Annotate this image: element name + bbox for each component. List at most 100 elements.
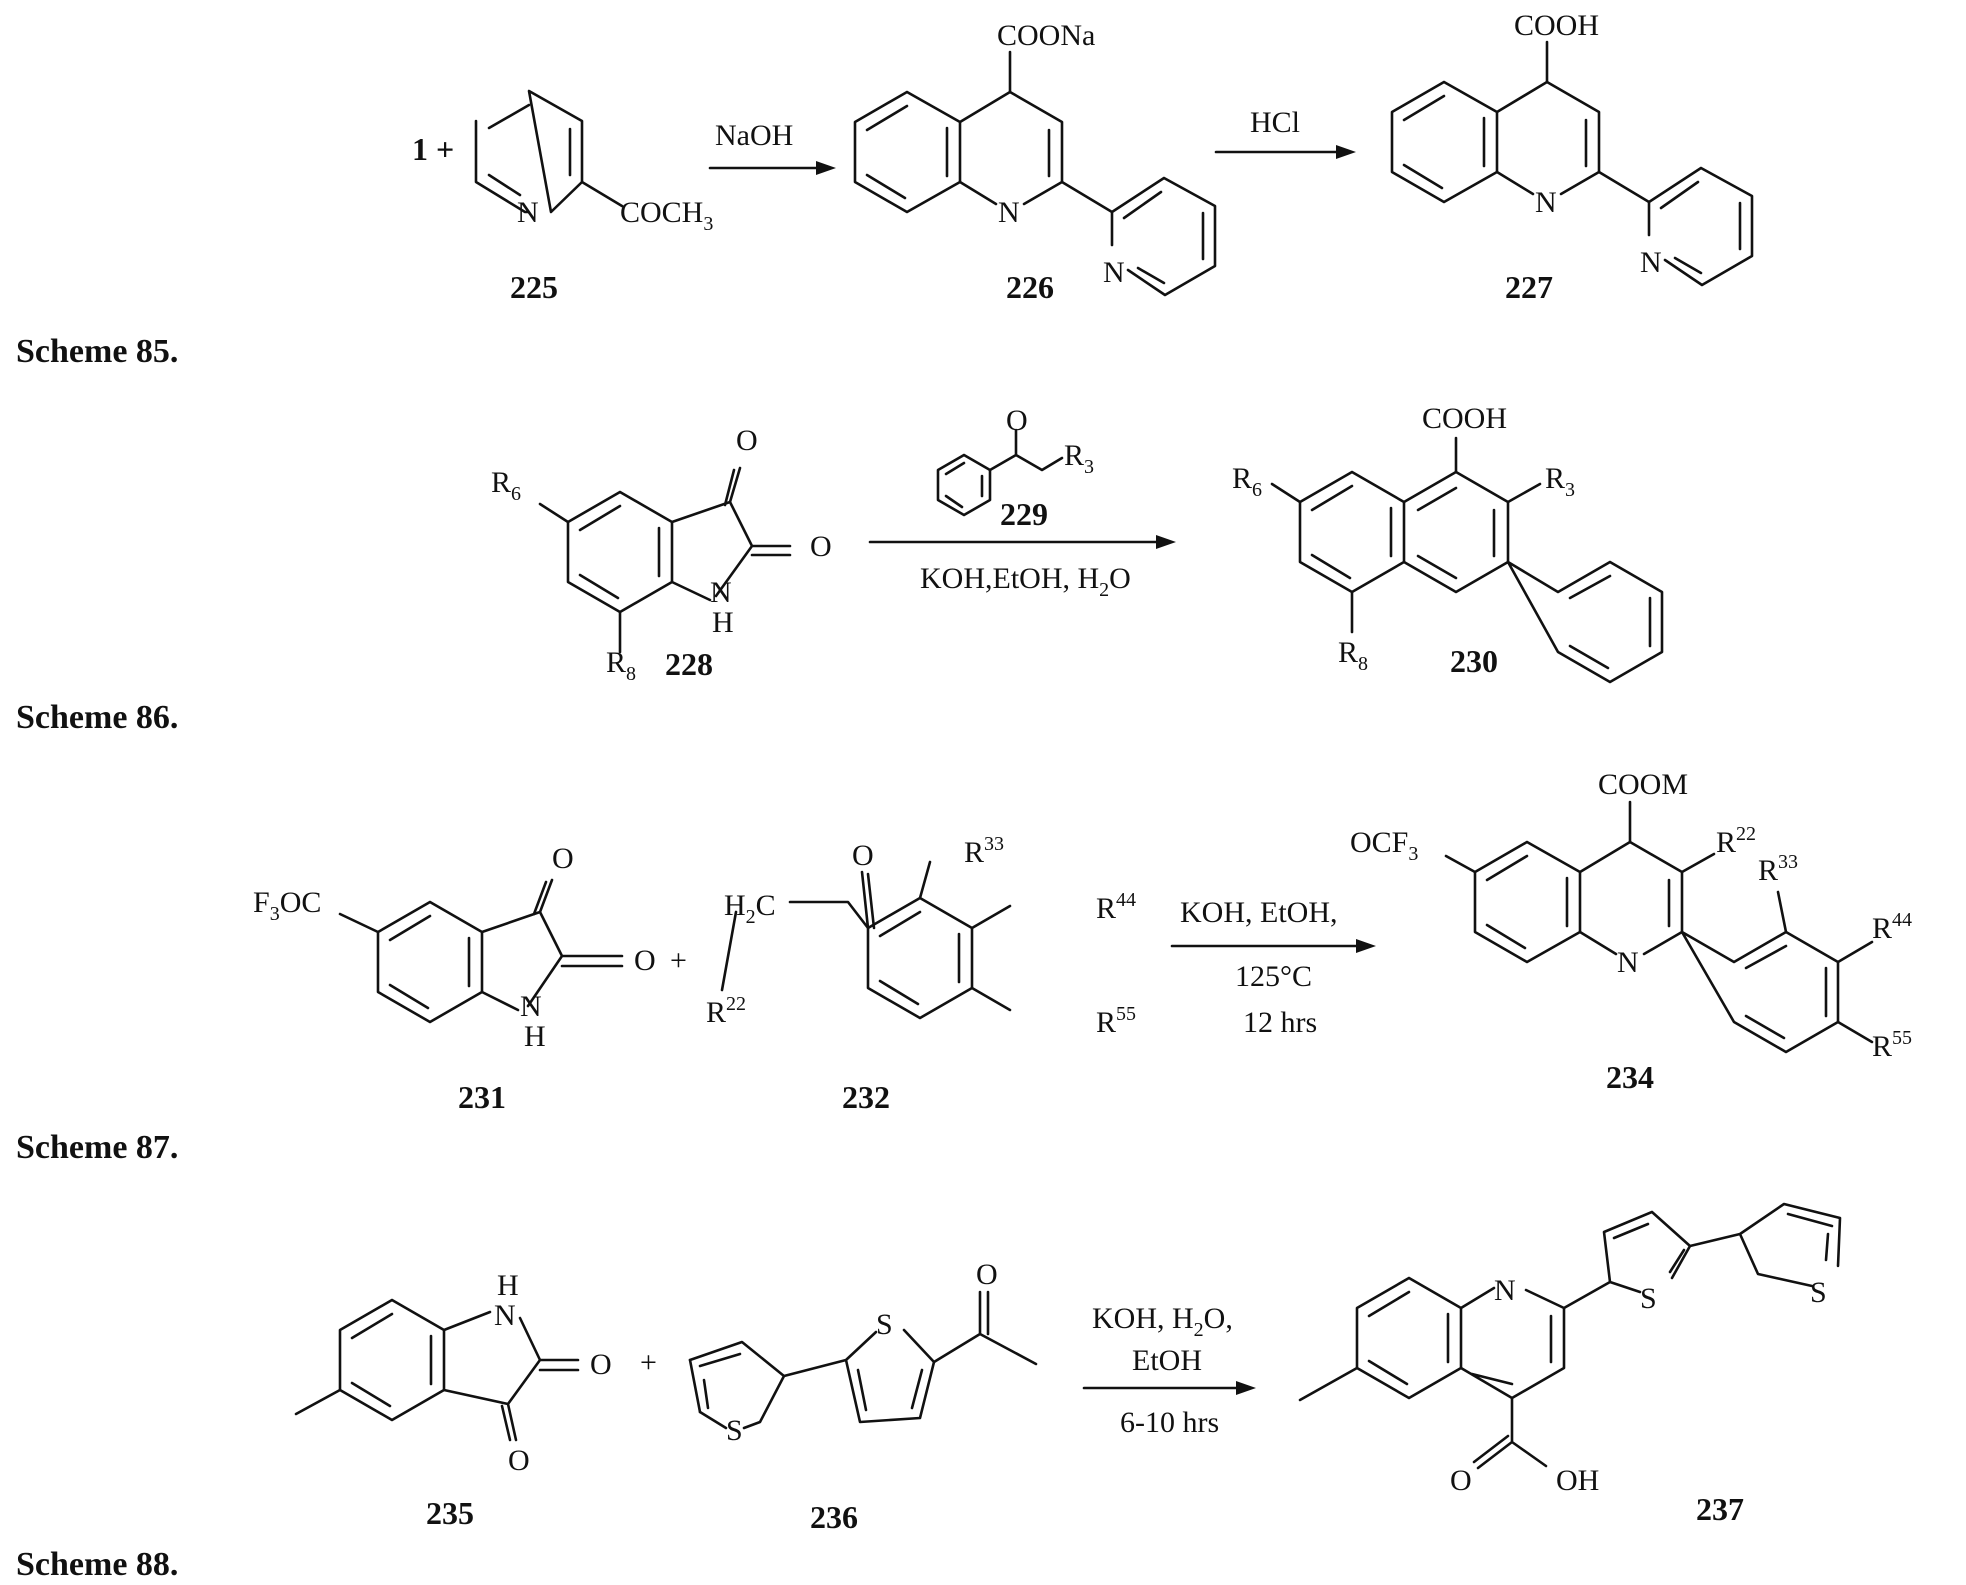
atom-s: S — [1640, 1282, 1657, 1315]
scheme-87: O O + N H F3OC 231 O H2C R22 R33 R44 R55… — [16, 768, 1912, 1166]
atom-s: S — [726, 1414, 743, 1447]
atom-n: N — [998, 196, 1020, 229]
atom-n: N — [1617, 946, 1639, 979]
arrow-2-head — [1336, 145, 1356, 159]
group-oh: OH — [1556, 1464, 1599, 1497]
scheme-86: O O N H R6 R8 228 O R3 229 KOH,EtOH, H2O — [16, 402, 1664, 736]
scheme-85: 1 + N COCH3 225 NaOH N N COONa 226 — [16, 9, 1754, 370]
reagent-naoh: NaOH — [715, 119, 793, 152]
atom-plus: + — [670, 944, 687, 977]
compound-230-structure: COOH R3 R6 R8 — [1232, 402, 1664, 684]
atom-n: N — [1640, 246, 1662, 279]
compound-label-237: 237 — [1696, 1491, 1744, 1527]
compound-label-235: 235 — [426, 1495, 474, 1531]
scheme-caption: Scheme 87. — [16, 1129, 178, 1166]
reagent-koh-etoh-h2o: KOH,EtOH, H2O — [920, 562, 1131, 601]
compound-231-structure: O O + N H F3OC — [253, 842, 687, 1053]
reagent-time: 12 hrs — [1243, 1006, 1317, 1039]
compound-label-230: 230 — [1450, 643, 1498, 679]
compound-227-structure: N N COOH — [1390, 9, 1754, 287]
group-r55: R55 — [1872, 1027, 1912, 1063]
compound-228-structure: O O N H R6 R8 — [491, 424, 832, 685]
compound-label-228: 228 — [665, 646, 713, 682]
reagent-etoh: EtOH — [1132, 1344, 1202, 1377]
atom-n: N — [710, 576, 732, 609]
atom-h: H — [497, 1269, 519, 1302]
compound-label-225: 225 — [510, 269, 558, 305]
atom-s: S — [1810, 1276, 1827, 1309]
arrow-3-head — [1156, 535, 1176, 549]
atom-n: N — [1103, 256, 1125, 289]
atom-o: O — [634, 944, 656, 977]
compound-225-structure: N COCH3 — [474, 89, 713, 235]
reagent-koh-h2o: KOH, H2O, — [1092, 1302, 1233, 1341]
group-r3: R3 — [1064, 439, 1094, 478]
reagent-temperature: 125°C — [1235, 960, 1312, 993]
reagent-time: 6-10 hrs — [1120, 1406, 1219, 1439]
group-cooh: COOH — [1422, 402, 1507, 435]
compound-237-structure: N S S O OH — [1298, 1202, 1842, 1497]
group-r22: R22 — [1716, 823, 1756, 859]
group-r8: R8 — [1338, 636, 1368, 675]
atom-o: O — [590, 1348, 612, 1381]
compound-label-236: 236 — [810, 1499, 858, 1535]
group-r8: R8 — [606, 646, 636, 685]
compound-235-structure: N H O O + — [294, 1269, 657, 1477]
group-coona: COONa — [997, 19, 1095, 52]
reagent-hcl: HCl — [1250, 106, 1300, 139]
compound-label-232: 232 — [842, 1079, 890, 1115]
compound-226-structure: N N COONa — [853, 19, 1217, 297]
compound-label-227: 227 — [1505, 269, 1553, 305]
atom-o: O — [852, 839, 874, 872]
atom-o: O — [1450, 1464, 1472, 1497]
atom-o: O — [976, 1258, 998, 1291]
atom-n: N — [1494, 1274, 1516, 1307]
scheme-88: N H O O + 235 S S O 236 KOH, H2O, EtOH 6… — [16, 1202, 1842, 1583]
compound-label-234: 234 — [1606, 1059, 1654, 1095]
scheme-caption: Scheme 85. — [16, 333, 178, 370]
group-f3oc: F3OC — [253, 886, 321, 925]
group-r33: R33 — [1758, 851, 1798, 887]
atom-n: N — [520, 990, 542, 1023]
atom-o: O — [508, 1444, 530, 1477]
scheme-caption: Scheme 88. — [16, 1546, 178, 1580]
group-r33: R33 — [964, 833, 1004, 869]
atom-n: N — [1535, 186, 1557, 219]
atom-plus: + — [640, 1346, 657, 1379]
atom-n: N — [494, 1299, 516, 1332]
group-r3: R3 — [1545, 462, 1575, 501]
group-r6: R6 — [491, 466, 521, 505]
group-acetyl: COCH3 — [620, 196, 713, 235]
compound-234-structure: N COOM OCF3 R22 R33 R44 R55 — [1350, 768, 1912, 1063]
reactant-1-prefix: 1 + — [412, 131, 454, 167]
atom-n: N — [517, 196, 539, 229]
group-r44: R44 — [1872, 909, 1912, 945]
compound-label-231: 231 — [458, 1079, 506, 1115]
group-h2c: H2C — [724, 889, 776, 928]
group-r6: R6 — [1232, 462, 1262, 501]
arrow-5-head — [1236, 1381, 1256, 1395]
atom-o: O — [736, 424, 758, 457]
scheme-caption: Scheme 86. — [16, 699, 178, 736]
atom-h: H — [524, 1020, 546, 1053]
group-ocf3: OCF3 — [1350, 826, 1418, 865]
group-coom: COOM — [1598, 768, 1688, 801]
arrow-1-head — [816, 161, 836, 175]
group-r44: R44 — [1096, 889, 1136, 925]
atom-s: S — [876, 1308, 893, 1341]
compound-label-226: 226 — [1006, 269, 1054, 305]
compound-236-structure: S S O — [688, 1258, 1038, 1447]
compound-label-229: 229 — [1000, 496, 1048, 532]
group-cooh: COOH — [1514, 9, 1599, 42]
reagent-koh-etoh: KOH, EtOH, — [1180, 896, 1338, 929]
group-r22: R22 — [706, 993, 746, 1029]
atom-o: O — [552, 842, 574, 875]
compound-229-structure: O R3 — [936, 404, 1094, 517]
compound-232-structure: O H2C R22 R33 R44 R55 — [706, 833, 1136, 1039]
atom-o: O — [1006, 404, 1028, 437]
atom-o: O — [810, 530, 832, 563]
arrow-4-head — [1356, 939, 1376, 953]
group-r55: R55 — [1096, 1003, 1136, 1039]
